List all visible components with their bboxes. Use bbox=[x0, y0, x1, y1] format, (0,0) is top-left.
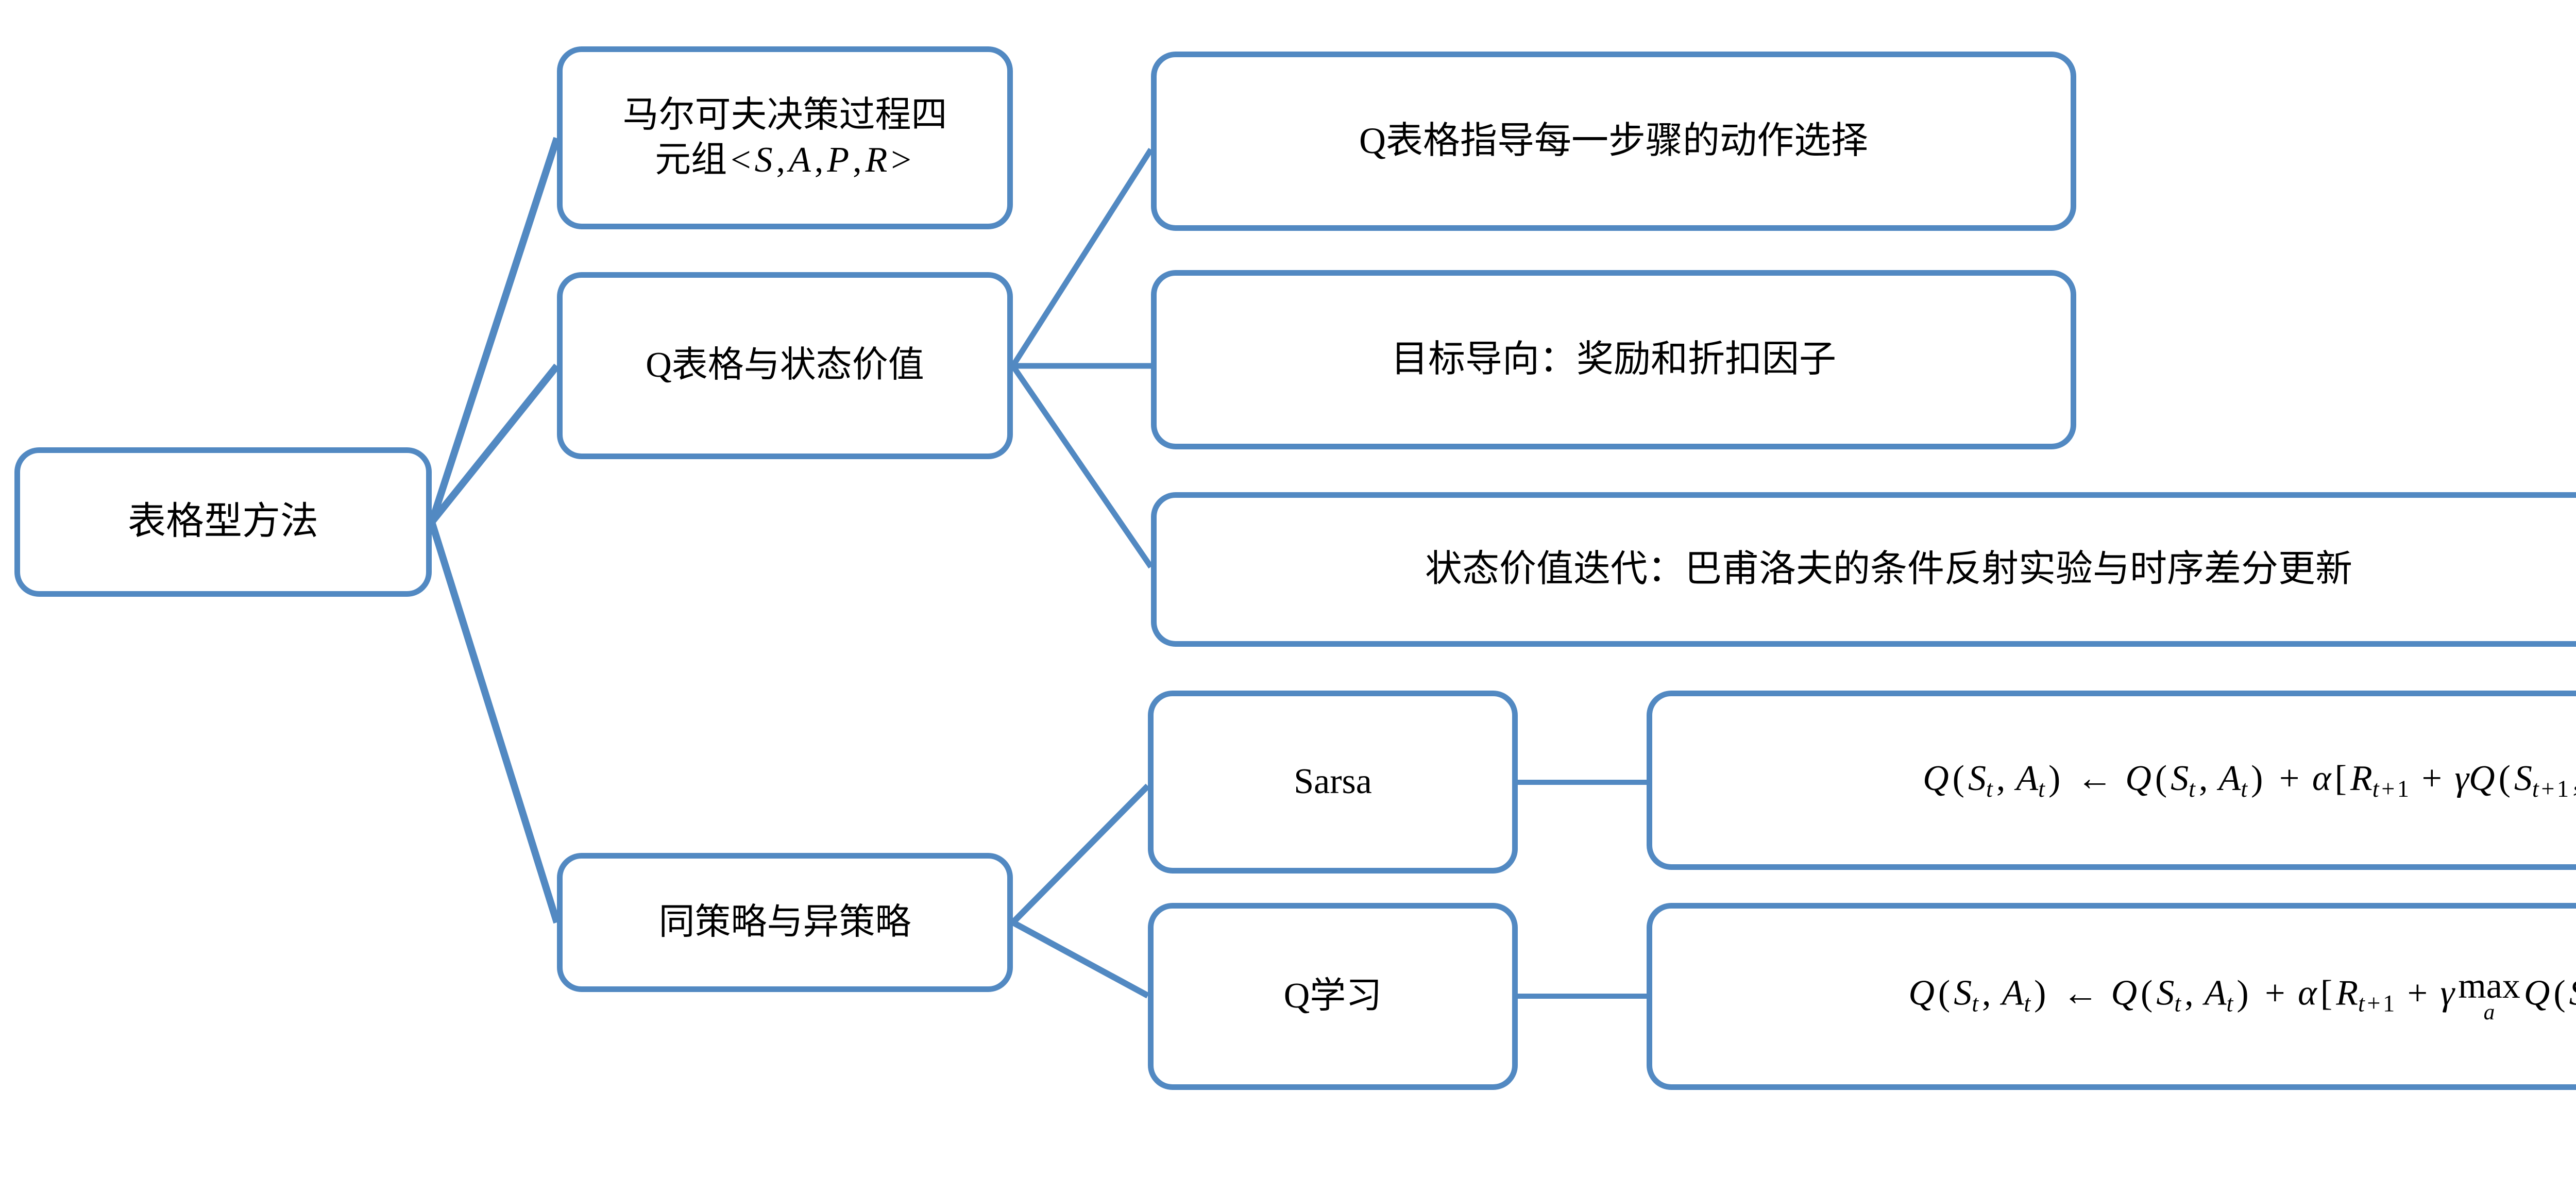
sarsa-formula-text: Q(St, At) ← Q(St, At) + α[Rt+1 + γQ(St+1… bbox=[1923, 759, 2576, 802]
connector-policy-to-qlearning bbox=[1011, 919, 1149, 999]
node-qlearning[interactable]: Q学习 bbox=[1148, 903, 1518, 1090]
node-mdp[interactable]: 马尔可夫决策过程四元组<S,A,P,R> bbox=[557, 46, 1013, 229]
node-qtable-child-1-label: Q表格指导每一步骤的动作选择 bbox=[1359, 120, 1868, 162]
connector-qtable-to-child-3 bbox=[1010, 364, 1154, 569]
node-policy[interactable]: 同策略与异策略 bbox=[557, 853, 1013, 992]
node-qlearning-label: Q学习 bbox=[1283, 976, 1382, 1016]
node-policy-label: 同策略与异策略 bbox=[658, 902, 911, 942]
connector-root-to-qtable bbox=[429, 363, 560, 525]
node-mdp-label: 马尔可夫决策过程四元组<S,A,P,R> bbox=[622, 95, 947, 180]
connector-root-to-policy bbox=[428, 521, 561, 924]
connector-qtable-to-child-1 bbox=[1010, 148, 1154, 367]
node-qtable-child-2-label: 目标导向：奖励和折扣因子 bbox=[1391, 339, 1836, 380]
node-qtable-child-3-label: 状态价值迭代：巴甫洛夫的条件反射实验与时序差分更新 bbox=[1425, 548, 2352, 590]
node-qtable-child-2[interactable]: 目标导向：奖励和折扣因子 bbox=[1151, 270, 2076, 449]
node-qtable[interactable]: Q表格与状态价值 bbox=[557, 272, 1013, 459]
connector-policy-to-sarsa bbox=[1010, 783, 1150, 925]
node-sarsa[interactable]: Sarsa bbox=[1148, 691, 1518, 874]
node-qtable-child-1[interactable]: Q表格指导每一步骤的动作选择 bbox=[1151, 52, 2076, 231]
node-qtable-child-3[interactable]: 状态价值迭代：巴甫洛夫的条件反射实验与时序差分更新 bbox=[1151, 492, 2576, 647]
node-sarsa-label: Sarsa bbox=[1294, 762, 1372, 802]
connector-root-to-mdp bbox=[428, 137, 561, 524]
node-root-label: 表格型方法 bbox=[128, 500, 318, 543]
node-qtable-label: Q表格与状态价值 bbox=[646, 345, 924, 385]
node-sarsa-formula[interactable]: Q(St, At) ← Q(St, At) + α[Rt+1 + γQ(St+1… bbox=[1647, 691, 2576, 870]
node-root[interactable]: 表格型方法 bbox=[14, 447, 432, 597]
